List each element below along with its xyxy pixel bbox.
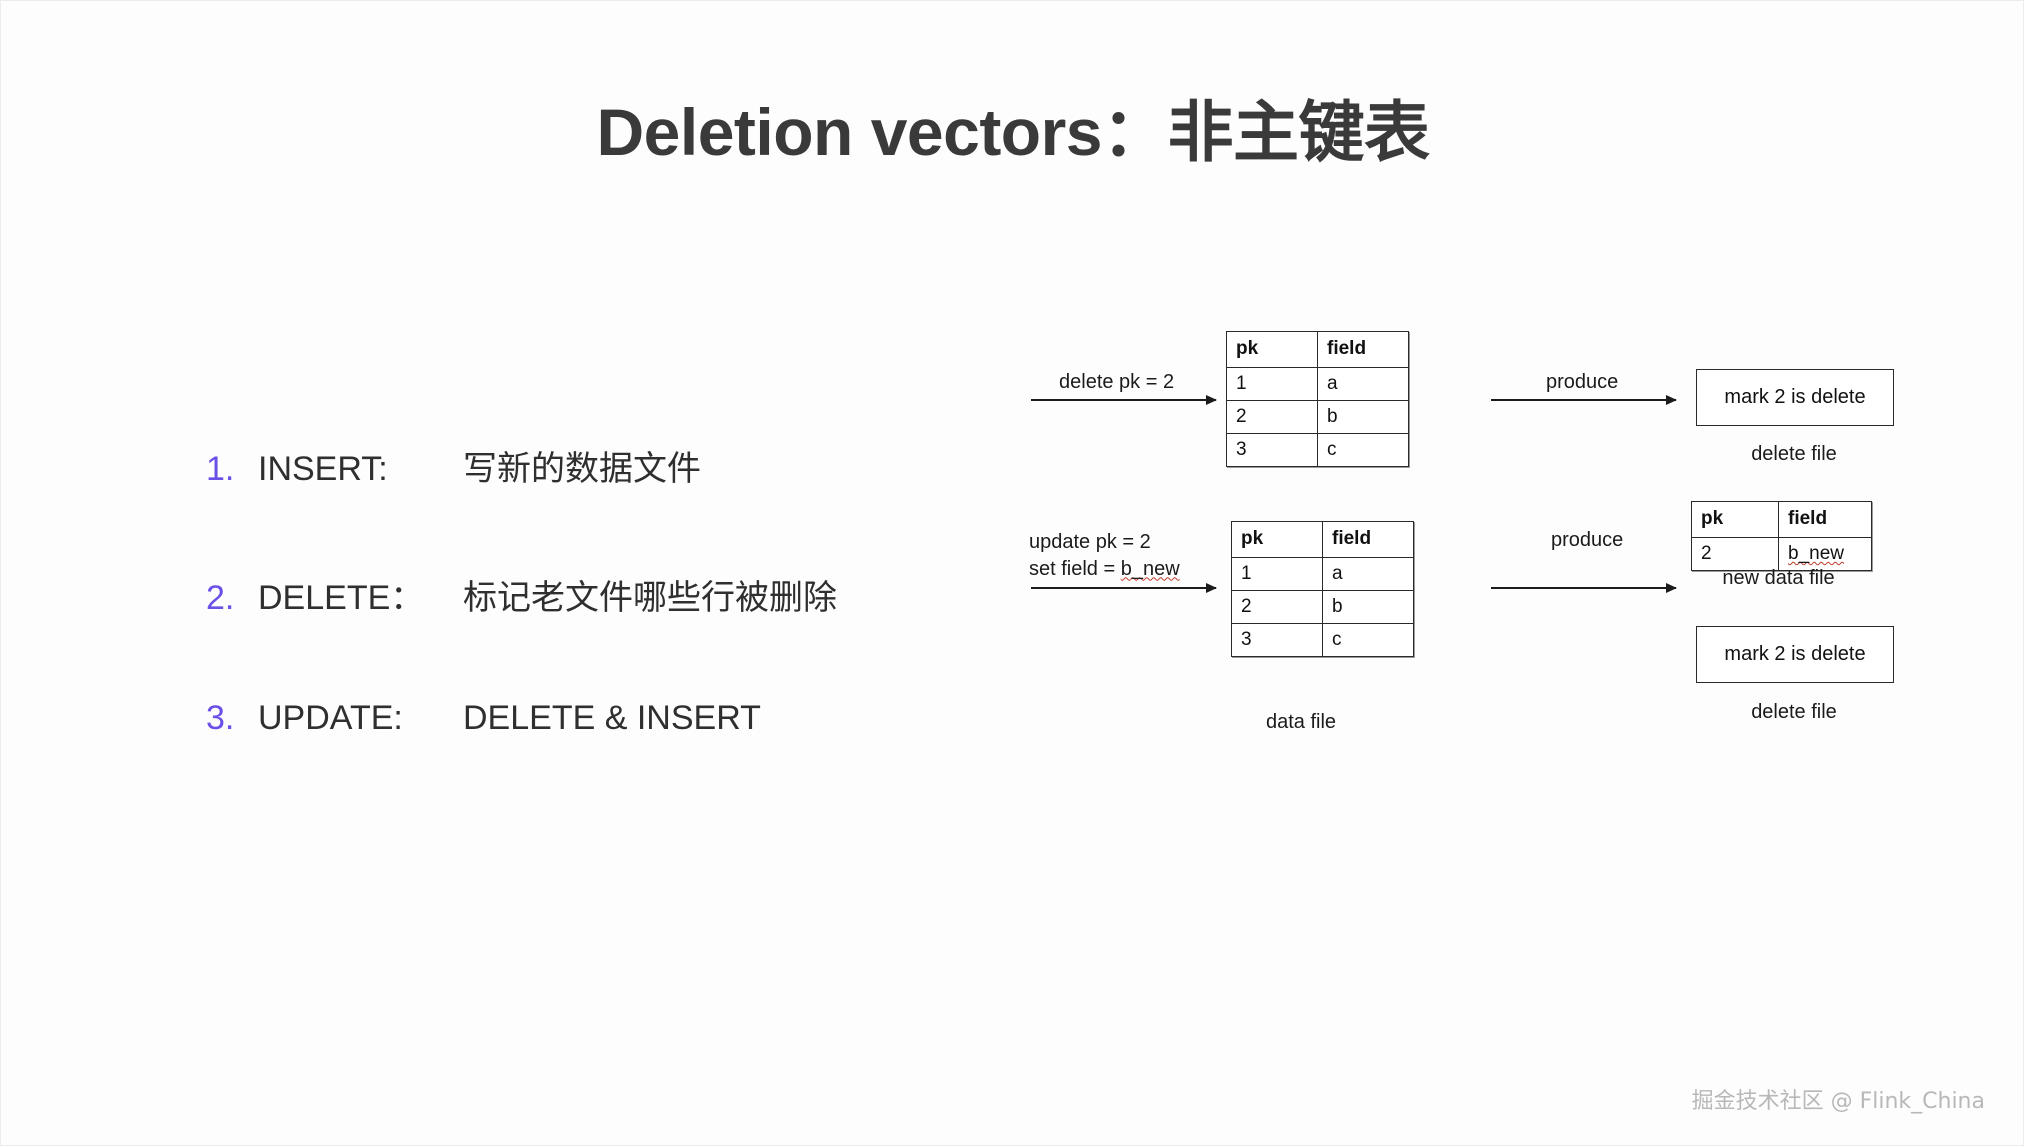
row1-produce-arrow — [1491, 395, 1677, 405]
bullet-number: 3. — [206, 699, 235, 737]
row2-data-file-table: pk field 1 a 2 b 3 c — [1231, 521, 1414, 657]
column-header-field: field — [1778, 501, 1872, 538]
row2-input-label-line1: update pk = 2 — [1029, 531, 1151, 553]
bullet-keyword: UPDATE: — [258, 699, 403, 737]
bullet-keyword: DELETE： — [258, 579, 425, 617]
row1-data-file-table: pk field 1 a 2 b 3 c — [1226, 331, 1409, 467]
row2-set-field-value: b_new — [1120, 557, 1180, 580]
row1-delete-file-box: mark 2 is delete — [1696, 369, 1894, 426]
cell-field: a — [1317, 367, 1409, 401]
page-title-cn: 非主键表 — [1167, 94, 1431, 171]
cell-pk: 1 — [1231, 557, 1323, 591]
cell-pk: 2 — [1231, 590, 1323, 624]
row2-new-data-file-caption: new data file — [1722, 567, 1835, 589]
page-title-separator: ： — [1102, 94, 1168, 171]
flow-diagram: delete pk = 2 pk field 1 a 2 b 3 c data … — [1029, 331, 1981, 921]
column-header-pk: pk — [1231, 521, 1323, 558]
table-header-row: pk field — [1691, 501, 1872, 538]
bullet-list: 1. INSERT: 写新的数据文件 2. DELETE： 标记老文件哪些行被删… — [206, 441, 1006, 738]
list-item: 1. INSERT: 写新的数据文件 — [206, 441, 1006, 490]
cell-field-value: b_new — [1788, 543, 1844, 564]
table-row: 1 a — [1231, 557, 1414, 591]
list-item: 2. DELETE： 标记老文件哪些行被删除 — [206, 570, 1006, 619]
cell-field: b — [1317, 400, 1409, 434]
table-row: 2 b_new — [1691, 537, 1872, 571]
table-row: 3 c — [1231, 623, 1414, 657]
row1-delete-file-caption: delete file — [1751, 443, 1837, 465]
row1-input-arrow — [1031, 395, 1217, 405]
bullet-keyword: INSERT: — [258, 450, 388, 488]
cell-pk: 3 — [1231, 623, 1323, 657]
row2-produce-label: produce — [1551, 529, 1624, 551]
bullet-description: DELETE & INSERT — [463, 699, 761, 737]
row2-input-label-line2: set field = b_new — [1029, 556, 1180, 583]
list-item: 3. UPDATE: DELETE & INSERT — [206, 699, 1006, 738]
column-header-pk: pk — [1226, 331, 1318, 368]
cell-field: b_new — [1778, 537, 1872, 571]
column-header-pk: pk — [1691, 501, 1779, 538]
row1-input-label: delete pk = 2 — [1059, 371, 1175, 393]
row2-delete-file-caption: delete file — [1751, 701, 1837, 723]
column-header-field: field — [1322, 521, 1414, 558]
row2-set-field-prefix: set field = — [1029, 557, 1121, 580]
watermark: 掘金技术社区 @ Flink_China — [1691, 1089, 1985, 1114]
row1-produce-label: produce — [1546, 371, 1619, 393]
row2-new-data-file-table: pk field 2 b_new — [1691, 501, 1872, 571]
cell-pk: 2 — [1691, 537, 1779, 571]
row1-delete-file-box-text: mark 2 is delete — [1724, 386, 1866, 408]
bullet-description: 标记老文件哪些行被删除 — [463, 578, 837, 618]
page-title: Deletion vectors：非主键表 — [1, 79, 2023, 175]
table-header-row: pk field — [1231, 521, 1414, 558]
cell-field: c — [1317, 433, 1409, 467]
row2-data-file-caption: data file — [1265, 711, 1337, 733]
bullet-number: 2. — [206, 579, 235, 617]
cell-field: c — [1322, 623, 1414, 657]
cell-pk: 3 — [1226, 433, 1318, 467]
cell-pk: 2 — [1226, 400, 1318, 434]
bullet-description: 写新的数据文件 — [463, 449, 701, 489]
page-title-en: Deletion vectors — [596, 95, 1103, 169]
column-header-field: field — [1317, 331, 1409, 368]
table-header-row: pk field — [1226, 331, 1409, 368]
table-row: 2 b — [1231, 590, 1414, 624]
row2-delete-file-box-text: mark 2 is delete — [1724, 643, 1866, 665]
row2-produce-arrow — [1491, 583, 1677, 593]
row2-input-label: update pk = 2 set field = b_new — [1029, 529, 1180, 582]
cell-field: b — [1322, 590, 1414, 624]
cell-field: a — [1322, 557, 1414, 591]
table-row: 1 a — [1226, 367, 1409, 401]
cell-pk: 1 — [1226, 367, 1318, 401]
table-row: 2 b — [1226, 400, 1409, 434]
row2-input-arrow — [1031, 583, 1217, 593]
table-row: 3 c — [1226, 433, 1409, 467]
row2-delete-file-box: mark 2 is delete — [1696, 626, 1894, 683]
bullet-number: 1. — [206, 450, 235, 488]
